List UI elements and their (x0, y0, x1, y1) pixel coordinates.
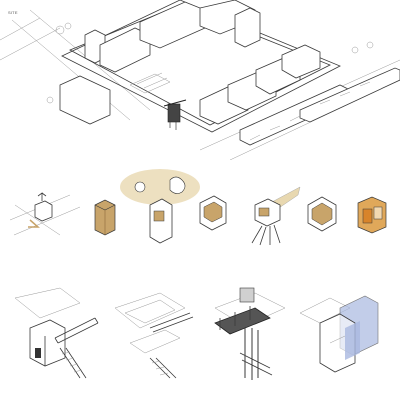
assembly-step-3 (214, 287, 286, 380)
site-axonometric-panel: SITE (0, 0, 400, 160)
sequence-step-1 (9, 192, 81, 236)
west-block (59, 75, 111, 125)
exploded-assembly-panel (0, 268, 400, 400)
street-row-houses (239, 67, 400, 146)
tree-icons (46, 22, 374, 104)
sequence-step-5 (251, 186, 301, 246)
exploded-assembly-drawing (14, 287, 379, 380)
sequence-step-2 (94, 199, 116, 236)
pavilion-marker (163, 99, 187, 130)
sequence-step-3 (120, 169, 200, 244)
sequence-step-7 (357, 196, 387, 234)
right-building-group (199, 44, 321, 125)
assembly-step-4 (299, 295, 379, 373)
pavilion-sequence-panel (0, 165, 400, 265)
left-building-group (84, 0, 261, 73)
pavilion-sequence-drawing (9, 169, 387, 246)
sequence-step-6 (307, 196, 337, 232)
site-axonometric-drawing (0, 0, 400, 160)
site-panel-label: SITE (8, 10, 18, 15)
sequence-step-4 (199, 195, 227, 231)
assembly-step-2 (114, 292, 194, 379)
assembly-step-1 (14, 287, 99, 379)
